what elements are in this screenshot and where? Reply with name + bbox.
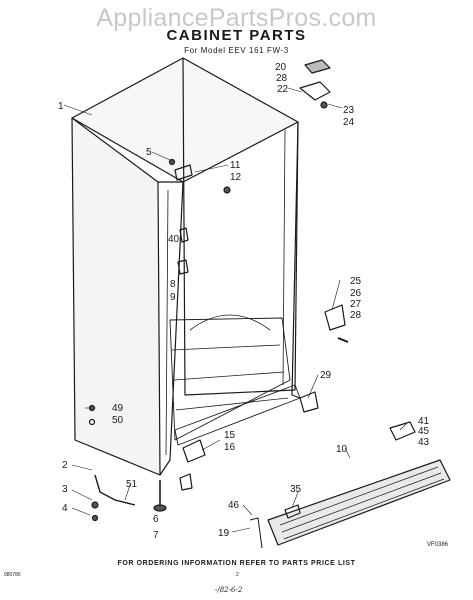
floor-rib-1 — [171, 344, 281, 351]
callout-28-upper: 28 — [276, 73, 288, 84]
switch-bracket — [174, 164, 193, 181]
screw-4 — [91, 514, 99, 522]
callout-2: 2 — [62, 460, 68, 471]
callout-12: 12 — [230, 172, 242, 183]
grille-slat-2 — [281, 472, 442, 533]
grille-clip — [389, 421, 416, 441]
base-rail — [174, 384, 301, 446]
liner-rear-edge — [282, 129, 286, 386]
callout-7: 7 — [153, 530, 159, 541]
floor-rib-2 — [173, 371, 285, 381]
callout-5: 5 — [146, 147, 152, 158]
figure-code: VF0386 — [427, 542, 449, 548]
bottom-hinge-pin — [337, 337, 349, 343]
callout-20: 20 — [275, 62, 287, 73]
toe-grille — [267, 459, 451, 546]
leveling-bracket — [182, 439, 206, 463]
callout-11: 11 — [230, 160, 241, 171]
hinge-washer — [320, 101, 328, 109]
part-8 — [177, 259, 189, 275]
floor-rib-3 — [175, 397, 289, 411]
callout-25: 25 — [350, 276, 362, 287]
drain-tube — [94, 474, 136, 506]
callout-50: 50 — [112, 415, 124, 426]
cabinet-right-edge — [291, 121, 301, 399]
callout-51: 51 — [126, 479, 138, 490]
callout-24: 24 — [343, 117, 355, 128]
callout-6: 6 — [153, 514, 159, 525]
callout-29: 29 — [320, 370, 332, 381]
handwritten-date: -/82-6-2 — [215, 586, 243, 594]
liner-front-edge — [165, 189, 169, 456]
callout-35: 35 — [290, 484, 302, 495]
grille-slat-1 — [279, 466, 439, 526]
floor-hump — [189, 314, 271, 331]
cabinet-back — [182, 57, 299, 396]
callout-46: 46 — [228, 500, 240, 511]
callout-3: 3 — [62, 484, 68, 495]
leveling-foot — [153, 504, 167, 512]
watermark: AppliancePartsPros.com — [96, 4, 377, 32]
grille-screw-19 — [249, 517, 263, 549]
part-5 — [168, 158, 176, 166]
page-number: 2 — [236, 572, 239, 578]
callout-19: 19 — [218, 528, 230, 539]
grille-slat-3 — [283, 478, 445, 540]
plug-49 — [88, 404, 96, 412]
callout-1: 1 — [58, 101, 64, 112]
drain-fitting — [91, 501, 99, 509]
grille-pad — [284, 504, 301, 519]
part-40 — [179, 227, 189, 243]
document-code: 980786 — [4, 572, 21, 578]
cabinet-inner-edge — [158, 181, 184, 476]
top-hinge-bracket — [299, 81, 331, 101]
callout-16: 16 — [224, 442, 236, 453]
ordering-footer: FOR ORDERING INFORMATION REFER TO PARTS … — [117, 560, 356, 567]
callout-43: 43 — [418, 437, 430, 448]
part-12 — [223, 186, 231, 194]
model-subtitle: For Model EEV 161 FW-3 — [184, 46, 289, 55]
callout-23: 23 — [343, 105, 355, 116]
liner-floor — [169, 317, 291, 441]
callout-15: 15 — [224, 430, 236, 441]
top-hinge-cover — [304, 59, 331, 74]
bracket-16 — [179, 473, 193, 491]
callout-27: 27 — [350, 299, 362, 310]
callout-45: 45 — [418, 426, 430, 437]
callout-40: 40 — [168, 234, 180, 245]
callout-10: 10 — [336, 444, 348, 455]
callout-9: 9 — [170, 292, 176, 303]
callout-26: 26 — [350, 288, 362, 299]
callout-4: 4 — [62, 503, 68, 514]
callout-8: 8 — [170, 279, 176, 290]
callout-28-lower: 28 — [350, 310, 362, 321]
callout-49: 49 — [112, 403, 124, 414]
plug-50 — [88, 418, 96, 426]
diagram-title: CABINET PARTS — [166, 27, 307, 44]
callout-22: 22 — [277, 84, 289, 95]
bottom-hinge-bracket — [324, 304, 346, 331]
callout-41: 41 — [418, 416, 430, 427]
